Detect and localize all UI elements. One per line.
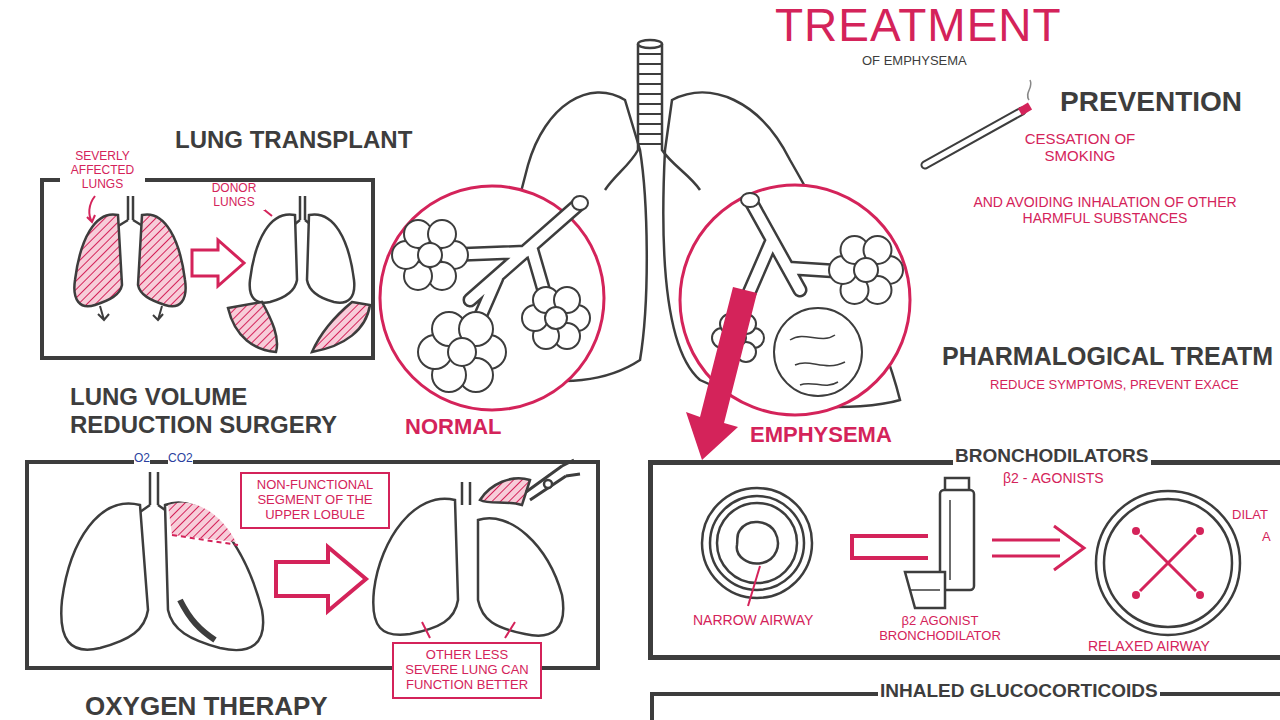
- lung-volume-reduction-drawing: [462, 482, 470, 505]
- section-heading: PREVENTION: [1060, 86, 1242, 118]
- bronchodilator-drawing: [717, 503, 797, 583]
- panel-box: INHALED GLUCOCORTICOIDS: [650, 692, 1280, 720]
- part-label: NARROW AIRWAY: [693, 612, 813, 628]
- red-arrow: [686, 287, 757, 460]
- bronchodilator-drawing: [702, 488, 812, 598]
- lung-volume-reduction-drawing: [276, 547, 366, 611]
- lung-transplant-drawing: [312, 302, 370, 352]
- normal-alveoli: [572, 196, 588, 210]
- part-label: SEVERLY AFFECTED LUNGS: [60, 150, 145, 191]
- normal-alveoli: [392, 220, 590, 392]
- panel-heading: LUNG TRANSPLANT: [175, 126, 412, 154]
- lung-transplant-drawing: [192, 240, 244, 286]
- panel-heading: INHALED GLUCOCORTICOIDS: [878, 680, 1160, 702]
- bronchodilator-drawing: [852, 536, 928, 558]
- lung-volume-reduction-drawing: [478, 518, 563, 635]
- note: REDUCE SYMPTOMS, PREVENT EXACE: [990, 378, 1239, 393]
- bronchodilator-drawing: [737, 522, 778, 564]
- figure-label: NORMAL: [405, 414, 502, 439]
- lung-volume-reduction-drawing: [480, 478, 530, 505]
- cigarette: [1020, 106, 1030, 112]
- panel-box: LUNG VOLUME REDUCTION SURGERYNON-FUNCTIO…: [25, 460, 600, 670]
- note: CESSATION OF SMOKING: [1010, 130, 1150, 165]
- lung-transplant-drawing: [307, 214, 354, 302]
- part-label: DILAT: [1232, 508, 1268, 523]
- part-label: A: [1262, 530, 1271, 545]
- central-lungs: [638, 40, 662, 48]
- gas-label: O2: [134, 452, 150, 466]
- callout-text: OTHER LESS SEVERE LUNG CAN FUNCTION BETT…: [399, 648, 535, 693]
- lung-transplant-drawing: [98, 306, 163, 320]
- bronchodilator-drawing: [1196, 591, 1204, 599]
- bronchodilator-drawing: [1132, 591, 1140, 599]
- emphysema-alveoli: [774, 308, 862, 396]
- normal-alveoli: [545, 307, 567, 329]
- lung-transplant-drawing: [74, 196, 370, 352]
- emphysema-alveoli: [854, 258, 878, 282]
- bronchodilator-drawing: [1104, 499, 1232, 627]
- lung-volume-reduction-drawing: [422, 622, 515, 638]
- bronchodilator-drawing: [1140, 535, 1196, 591]
- emphysema-alveoli: [741, 193, 759, 207]
- lung-volume-reduction-drawing: [168, 502, 236, 542]
- panel-subheading: β2 - AGONISTS: [1003, 470, 1104, 486]
- part-label: β2 AGONIST BRONCHODILATOR: [870, 614, 1010, 644]
- cigarette: [1028, 80, 1031, 100]
- lung-transplant-drawing: [87, 196, 95, 222]
- figure-label: EMPHYSEMA: [750, 422, 892, 447]
- lung-volume-reduction-drawing: [180, 600, 215, 640]
- magnified-circle: [380, 186, 604, 410]
- bronchodilator-drawing: [1096, 491, 1240, 635]
- gas-label: CO2: [168, 452, 193, 466]
- bronchodilator-drawing: [992, 526, 1084, 570]
- cigarette: [925, 111, 1022, 165]
- diagram-title: TREATMENT: [775, 0, 1062, 51]
- lung-volume-reduction-drawing: [526, 460, 580, 500]
- bronchodilator-drawing: [1132, 527, 1140, 535]
- section-heading: OXYGEN THERAPY: [85, 693, 328, 719]
- callout-box: NON-FUNCTIONAL SEGMENT OF THE UPPER LOBU…: [240, 472, 390, 529]
- panel-heading: LUNG VOLUME REDUCTION SURGERY: [70, 383, 390, 438]
- magnified-circle: [380, 185, 910, 415]
- bronchodilator-drawing: [748, 566, 760, 606]
- cigarette: [925, 111, 1022, 165]
- lung-transplant-drawing: [228, 302, 277, 352]
- lung-transplant-drawing: [250, 214, 297, 302]
- lung-volume-reduction-drawing: [61, 460, 580, 650]
- lung-volume-reduction-drawing: [61, 504, 148, 650]
- subtitle: OF EMPHYSEMA: [862, 54, 967, 69]
- red-arrow: [686, 287, 757, 460]
- panel-heading: BRONCHODILATORS: [953, 445, 1151, 467]
- emphysema-alveoli: [790, 335, 845, 385]
- callout-text: NON-FUNCTIONAL SEGMENT OF THE UPPER LOBU…: [247, 478, 383, 523]
- normal-alveoli: [448, 338, 476, 366]
- lung-volume-reduction-drawing: [544, 480, 552, 488]
- note: AND AVOIDING INHALATION OF OTHER HARMFUL…: [960, 194, 1250, 226]
- central-lungs: [638, 54, 662, 144]
- lung-volume-reduction-drawing: [172, 535, 238, 545]
- section-heading: PHARMALOGICAL TREATM: [942, 342, 1273, 371]
- part-label: DONOR LUNGS: [203, 182, 265, 210]
- central-lungs: [605, 44, 700, 190]
- bronchodilator-drawing: [1196, 527, 1204, 535]
- lung-transplant-drawing: [74, 214, 122, 306]
- normal-alveoli: [392, 196, 590, 392]
- lung-transplant-drawing: [138, 214, 186, 306]
- bronchodilator-drawing: [910, 500, 950, 590]
- callout-box: OTHER LESS SEVERE LUNG CAN FUNCTION BETT…: [392, 642, 542, 699]
- bronchodilator-drawing: [1132, 527, 1204, 599]
- part-label: RELAXED AIRWAY: [1088, 638, 1210, 654]
- normal-alveoli: [418, 243, 442, 267]
